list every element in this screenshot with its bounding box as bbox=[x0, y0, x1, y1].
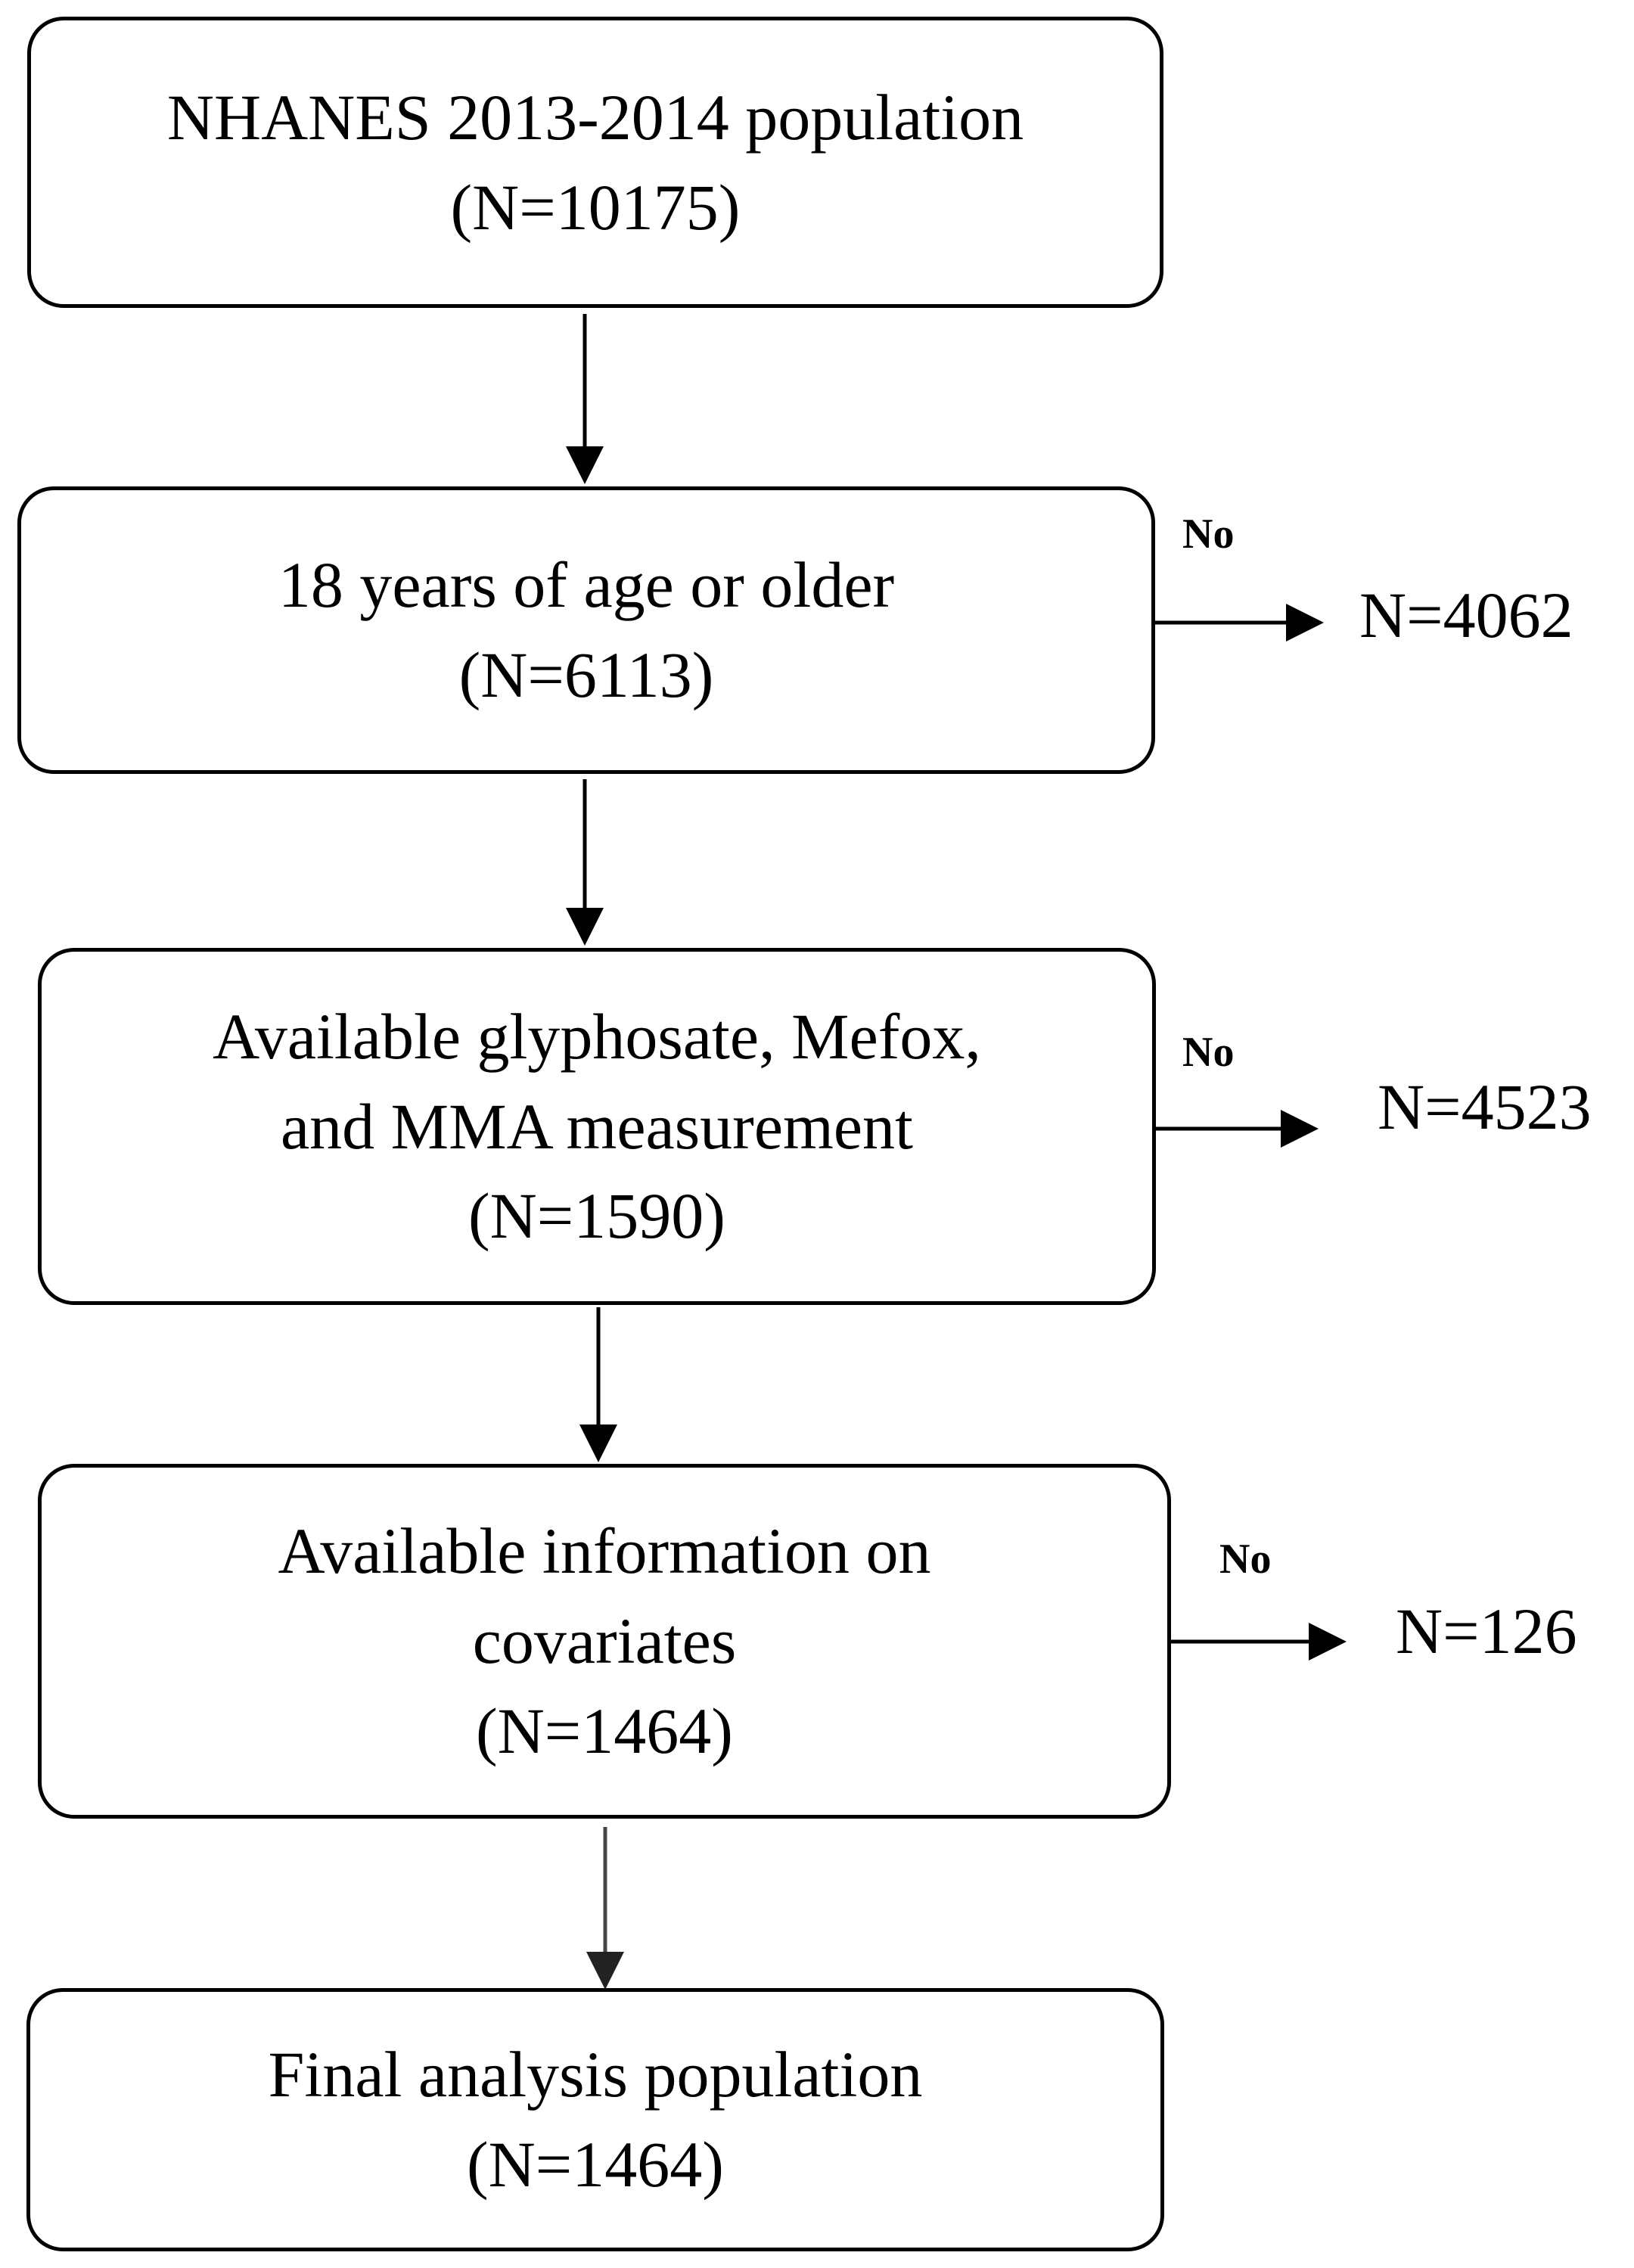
exclusion-count: N=4062 bbox=[1359, 579, 1573, 651]
down-arrow-2 bbox=[566, 779, 604, 946]
exclusion-count: N=4523 bbox=[1378, 1070, 1592, 1143]
down-arrow-3 bbox=[579, 1307, 617, 1462]
step-box-age-filter: 18 years of age or older (N=6113) bbox=[17, 486, 1155, 774]
exclusion-label: No bbox=[1219, 1536, 1272, 1583]
step-text: covariates bbox=[472, 1605, 737, 1678]
step-box-measurements: Available glyphosate, Mefox, and MMA mea… bbox=[38, 948, 1156, 1305]
step-text: and MMA measurement bbox=[281, 1089, 913, 1163]
step-text: 18 years of age or older bbox=[278, 548, 895, 622]
step-count: (N=1464) bbox=[467, 2128, 724, 2201]
step-text: Final analysis population bbox=[268, 2038, 923, 2111]
exclusion-label: No bbox=[1182, 511, 1235, 558]
step-count: (N=1464) bbox=[476, 1694, 733, 1767]
step-text: Available glyphosate, Mefox, bbox=[213, 999, 981, 1073]
step-box-final-population: Final analysis population (N=1464) bbox=[26, 1988, 1164, 2251]
down-arrow-1 bbox=[566, 314, 604, 484]
step-count: (N=6113) bbox=[458, 638, 714, 711]
down-arrow-4 bbox=[586, 1827, 624, 1990]
exclusion-label: No bbox=[1182, 1029, 1235, 1076]
step-count: (N=1590) bbox=[468, 1179, 725, 1253]
step-text: Available information on bbox=[278, 1515, 931, 1588]
exclusion-count: N=126 bbox=[1396, 1595, 1577, 1667]
step-box-nhanes-population: NHANES 2013-2014 population (N=10175) bbox=[27, 17, 1163, 308]
step-box-covariates: Available information on covariates (N=1… bbox=[38, 1464, 1171, 1819]
exclusion-arrow-2 bbox=[1150, 1110, 1319, 1148]
step-count: (N=10175) bbox=[450, 170, 741, 244]
exclusion-arrow-1 bbox=[1155, 604, 1324, 642]
exclusion-arrow-3 bbox=[1171, 1623, 1347, 1661]
step-text: NHANES 2013-2014 population bbox=[166, 80, 1024, 154]
